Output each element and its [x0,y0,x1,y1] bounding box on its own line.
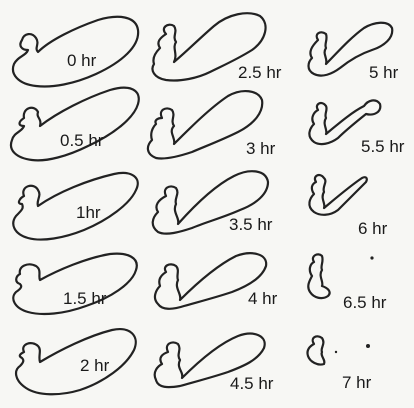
label-0-5-hr: 0.5 hr [60,132,103,149]
outline-7-hr [307,336,324,364]
label-2-5-hr: 2.5 hr [238,64,281,81]
label-3-5-hr: 3.5 hr [229,216,272,233]
outline-6-5-hr [308,254,329,298]
label-3-hr: 3 hr [246,140,275,157]
speck-7-hr-small [335,351,337,353]
label-0-hr: 0 hr [67,52,96,69]
label-5-hr: 5 hr [369,64,398,81]
outline-2-hr [16,329,136,394]
label-5-5-hr: 5.5 hr [361,138,404,155]
label-4-hr: 4 hr [248,290,277,307]
label-1-5-hr: 1.5 hr [63,290,106,307]
label-6-5-hr: 6.5 hr [343,294,386,311]
outline-6-hr [309,175,366,215]
label-6-hr: 6 hr [358,220,387,237]
label-4-5-hr: 4.5 hr [230,375,273,392]
speck-6-5-hr [370,256,373,259]
label-7-hr: 7 hr [342,374,371,391]
label-1-hr: 1hr [76,204,101,221]
speck-7-hr [366,344,370,348]
label-2-hr: 2 hr [80,357,109,374]
